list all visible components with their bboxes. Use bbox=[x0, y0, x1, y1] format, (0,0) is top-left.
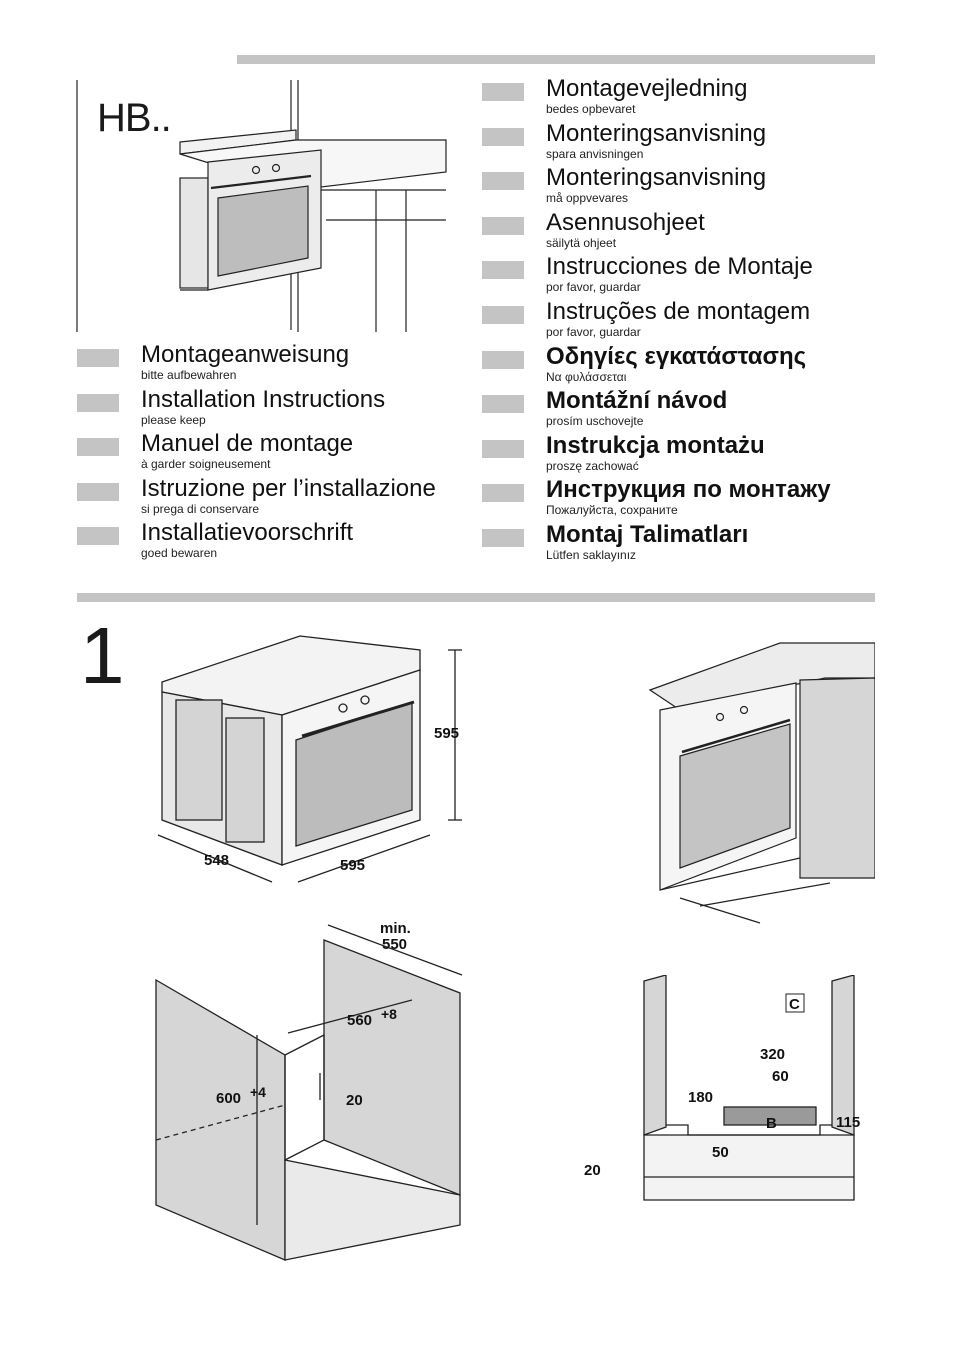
language-title: Montážní návod bbox=[546, 387, 728, 415]
language-subtitle: bedes opbevaret bbox=[546, 102, 636, 116]
language-swatch bbox=[482, 306, 524, 324]
language-subtitle: säilytä ohjeet bbox=[546, 235, 617, 250]
language-swatch bbox=[482, 439, 524, 458]
language-subtitle: Να φυλάσσεται bbox=[546, 369, 627, 384]
language-subtitle: Пожалуйста, сохраните bbox=[546, 503, 678, 518]
language-subtitle: por favor, guardar bbox=[546, 325, 641, 339]
language-subtitle: bitte aufbewahren bbox=[141, 368, 237, 382]
language-swatch bbox=[77, 393, 119, 412]
section-dim-180: 180 bbox=[688, 1089, 713, 1106]
oven-width-label: 595 bbox=[340, 857, 365, 874]
language-swatch bbox=[482, 529, 524, 547]
built-in-oven-illustration bbox=[76, 80, 447, 332]
language-swatch bbox=[482, 127, 524, 146]
language-title: Инструкция по монтажу bbox=[546, 476, 831, 504]
cabinet-offset-label: 20 bbox=[346, 1092, 363, 1109]
language-subtitle: proszę zachować bbox=[546, 458, 639, 473]
language-subtitle: please keep bbox=[141, 412, 206, 427]
language-title: Montagevejledning bbox=[546, 75, 748, 102]
cross-section-drawing: C B 320 60 180 115 50 20 bbox=[584, 975, 860, 1201]
section-dim-60: 60 bbox=[772, 1068, 789, 1085]
language-title: Instrukcja montażu bbox=[546, 431, 765, 459]
language-swatch bbox=[77, 482, 119, 501]
language-subtitle: à garder soigneusement bbox=[141, 457, 271, 472]
middle-rule bbox=[77, 593, 875, 602]
cabinet-width-tolerance: +8 bbox=[381, 1006, 397, 1022]
cabinet-niche-drawing: min. 550 560 +8 600 +4 20 bbox=[155, 920, 463, 1261]
section-label-b: B bbox=[766, 1115, 777, 1132]
language-title: Montaj Talimatları bbox=[546, 521, 749, 548]
language-title: Montageanweisung bbox=[141, 341, 350, 368]
language-swatch bbox=[77, 527, 119, 546]
language-swatch bbox=[482, 395, 524, 414]
section-label-c: C bbox=[789, 996, 800, 1013]
cabinet-height-tolerance: +4 bbox=[250, 1084, 266, 1100]
language-title: Installatievoorschrift bbox=[141, 519, 354, 547]
language-subtitle: spara anvisningen bbox=[546, 146, 644, 161]
language-swatch bbox=[482, 83, 524, 101]
cabinet-min-label: min. bbox=[380, 920, 411, 937]
language-subtitle: prosím uschovejte bbox=[546, 414, 644, 429]
language-swatch bbox=[482, 216, 524, 235]
cabinet-height-label: 600 bbox=[216, 1090, 241, 1107]
language-swatch bbox=[482, 350, 524, 369]
language-title: Asennusohjeet bbox=[546, 208, 705, 236]
language-subtitle: si prega di conservare bbox=[141, 501, 260, 516]
language-title: Istruzione per l’installazione bbox=[141, 474, 436, 502]
language-swatch bbox=[77, 438, 119, 457]
section-dim-320: 320 bbox=[760, 1046, 785, 1063]
language-title: Installation Instructions bbox=[141, 385, 386, 413]
oven-depth-label: 548 bbox=[204, 852, 229, 869]
cabinet-depth-label: 550 bbox=[382, 936, 407, 953]
language-title: Monteringsanvisning bbox=[546, 164, 767, 192]
language-subtitle: goed bewaren bbox=[141, 546, 218, 561]
top-rule bbox=[237, 55, 875, 64]
language-swatch bbox=[77, 349, 119, 367]
language-swatch bbox=[482, 172, 524, 191]
language-title: Instrucciones de Montaje bbox=[546, 253, 813, 281]
section-dim-115: 115 bbox=[836, 1114, 860, 1131]
language-swatch bbox=[482, 261, 524, 280]
cabinet-width-label: 560 bbox=[347, 1012, 372, 1029]
kitchen-installed-view bbox=[648, 642, 875, 924]
language-title: Οδηγίες εγκατάστασης bbox=[546, 342, 807, 370]
oven-height-label: 595 bbox=[434, 725, 459, 742]
figure-number: 1 bbox=[80, 611, 125, 700]
section-dim-20: 20 bbox=[584, 1162, 601, 1179]
language-title: Monteringsanvisning bbox=[546, 119, 767, 147]
language-subtitle: Lütfen saklayınız bbox=[546, 548, 637, 562]
language-subtitle: por favor, guardar bbox=[546, 280, 641, 295]
language-swatch bbox=[482, 484, 524, 503]
language-title: Instruções de montagem bbox=[546, 298, 811, 325]
oven-dimensions-drawing: 595 595 548 bbox=[157, 635, 462, 883]
section-dim-50: 50 bbox=[712, 1144, 729, 1161]
language-title: Manuel de montage bbox=[141, 430, 354, 458]
language-subtitle: må oppvevares bbox=[546, 191, 629, 206]
model-number: HB.. bbox=[97, 96, 172, 140]
